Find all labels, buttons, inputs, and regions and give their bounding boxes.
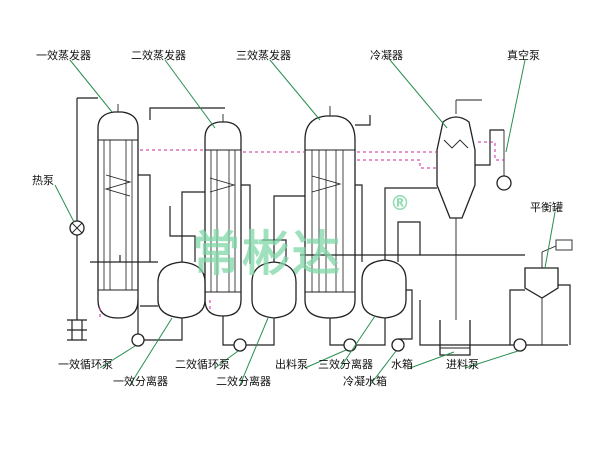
label-vacuum-pump: 真空泵 [507,48,540,62]
separator-2 [251,261,297,319]
vapor-lines [99,141,504,320]
label-separator-2: 二效分离器 [216,374,271,388]
watermark-logo: 常彬达 ® [192,191,410,282]
evaporator-2 [204,114,242,317]
balance-tank [524,239,573,345]
label-feed-pump: 进料泵 [446,357,479,371]
vacuum-pump [496,130,512,191]
label-evaporator-2: 二效蒸发器 [131,48,186,62]
label-circulation-pump-1: 一效循环泵 [58,357,113,371]
heat-pump [69,220,85,236]
label-condensate-tank: 冷凝水箱 [343,374,387,388]
label-balance-tank: 平衡罐 [530,201,563,214]
evaporator-1 [97,104,139,319]
label-separator-1: 一效分离器 [113,374,168,388]
label-condenser: 冷凝器 [370,48,403,62]
condensate-pump [391,338,405,352]
separator-1 [157,261,206,319]
label-discharge-pump: 出料泵 [275,357,308,371]
separator-3 [361,259,407,319]
leader-lines [54,59,556,386]
registered-mark: ® [390,191,410,215]
label-evaporator-3: 三效蒸发器 [236,48,291,62]
label-water-tank: 水箱 [391,357,413,371]
water-tank [439,320,471,356]
circulation-pump-2 [233,338,247,352]
discharge-pump [343,338,357,352]
condenser [436,99,482,345]
watermark-text: 常彬达 [192,226,342,282]
label-heat-pump: 热泵 [32,174,54,187]
labels: 一效蒸发器 二效蒸发器 三效蒸发器 冷凝器 真空泵 热泵 平衡罐 一效循环泵 一… [32,48,563,388]
label-circulation-pump-2: 二效循环泵 [175,357,230,371]
process-piping [67,97,571,346]
circulation-pump-1 [131,333,145,347]
evaporator-3 [304,106,356,319]
label-evaporator-1: 一效蒸发器 [36,48,91,62]
feed-pump [513,338,527,352]
label-separator-3: 三效分离器 [318,357,373,371]
